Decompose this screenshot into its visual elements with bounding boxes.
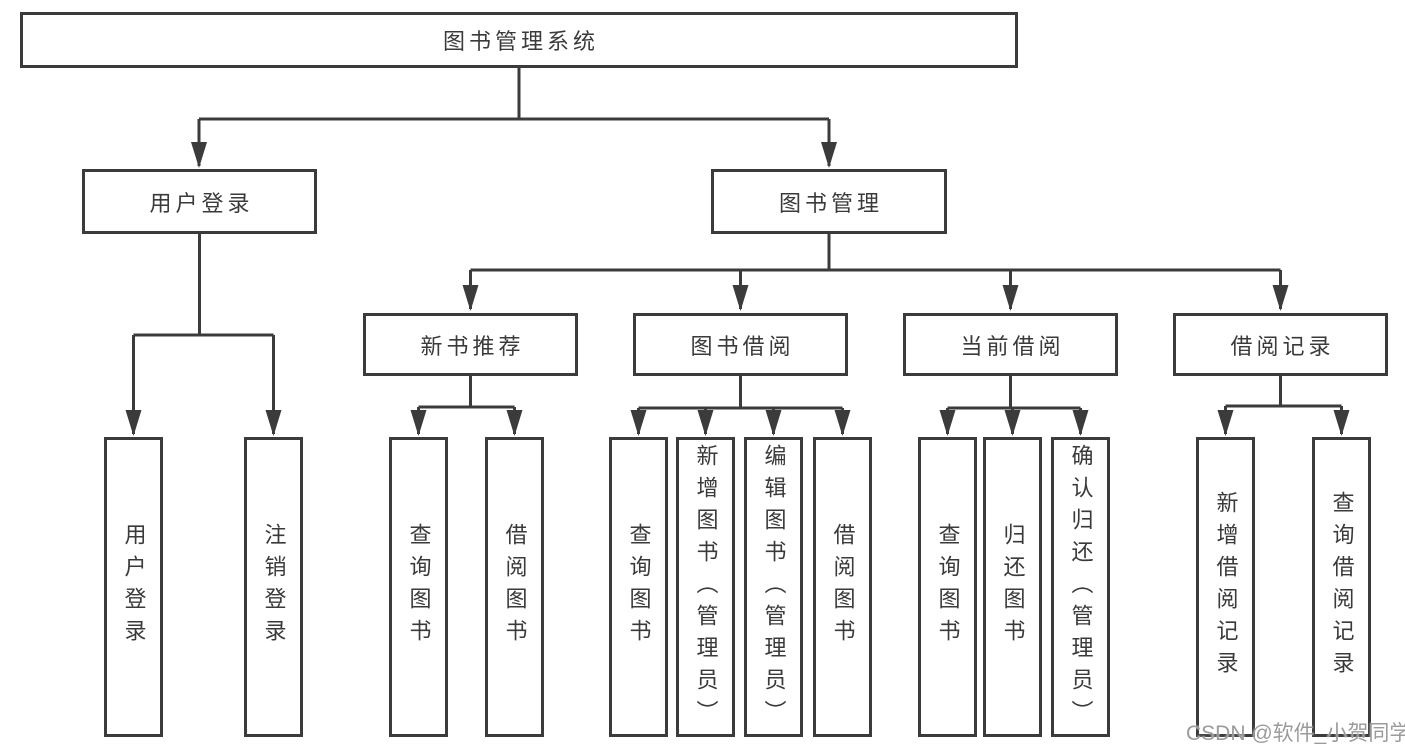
node-user-login: 用户登录	[82, 169, 317, 234]
leaf-query-borrow-record: 查询借阅记录	[1312, 437, 1371, 737]
leaf-borrow-books-recommend: 借阅图书	[485, 437, 544, 737]
node-library-management-system: 图书管理系统	[20, 12, 1018, 68]
leaf-confirm-return-admin: 确认归还（管理员）	[1051, 437, 1110, 737]
leaf-user-login: 用户登录	[104, 437, 163, 737]
node-current-borrowing: 当前借阅	[903, 313, 1118, 376]
node-book-borrowing: 图书借阅	[633, 313, 848, 376]
leaf-query-books-current: 查询图书	[918, 437, 977, 737]
node-book-management: 图书管理	[711, 169, 947, 234]
csdn-watermark: CSDN @软件_小贺同学	[1186, 722, 1405, 745]
node-new-book-recommendation: 新书推荐	[363, 313, 578, 376]
leaf-borrow-books-borrowing: 借阅图书	[813, 437, 872, 737]
leaf-edit-books-admin: 编辑图书（管理员）	[744, 437, 803, 737]
leaf-add-borrow-record: 新增借阅记录	[1196, 437, 1255, 737]
leaf-return-books: 归还图书	[983, 437, 1042, 737]
leaf-query-books-borrowing: 查询图书	[609, 437, 668, 737]
node-borrowing-records: 借阅记录	[1173, 313, 1388, 376]
leaf-add-books-admin: 新增图书（管理员）	[676, 437, 735, 737]
leaf-logout: 注销登录	[244, 437, 303, 737]
leaf-query-books-recommend: 查询图书	[389, 437, 448, 737]
